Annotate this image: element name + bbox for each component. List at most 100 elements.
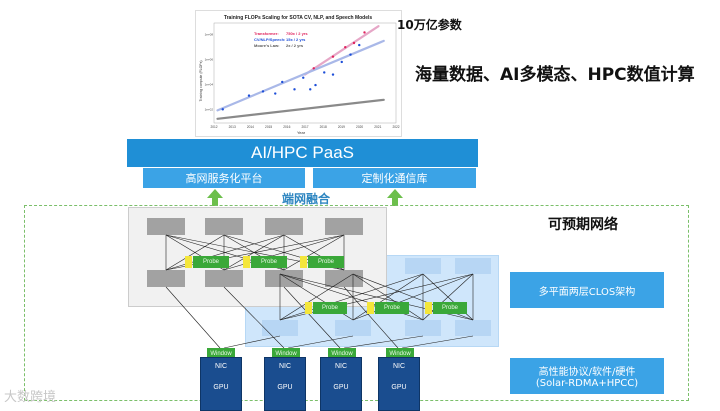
comm-library-box: 定制化通信库 — [313, 168, 476, 188]
x-tick-label: 2020 — [356, 125, 363, 129]
gpu-label: GPU — [277, 384, 293, 391]
data-point — [340, 60, 343, 64]
plane2-leaf-switch — [405, 320, 441, 336]
nic-label: NIC — [278, 363, 292, 370]
legend-moore-value: 2x / 2 yrs — [286, 43, 304, 48]
protocol-stack-box: 高性能协议/软件/硬件 (Solar-RDMA+HPCC) — [510, 358, 664, 394]
predictable-network-label: 可预期网络 — [548, 217, 618, 233]
x-tick-label: 2022 — [392, 125, 399, 129]
plane1-spine-switch — [205, 218, 243, 235]
data-point — [221, 108, 224, 111]
data-point — [247, 94, 251, 97]
chart-xlabel: Year — [297, 130, 306, 135]
x-tick-label: 2021 — [374, 125, 381, 129]
protocol-stack-line-1: 高性能协议/软件/硬件 — [538, 367, 636, 378]
y-tick-label: 1e+06 — [205, 58, 214, 62]
trend-line — [303, 25, 380, 76]
chart-frame — [213, 22, 397, 124]
data-point — [331, 73, 335, 76]
x-tick-label: 2014 — [247, 125, 254, 129]
data-point — [352, 41, 356, 45]
data-point — [312, 67, 315, 70]
data-point — [323, 71, 326, 74]
nic-label: NIC — [392, 363, 406, 370]
y-tick-label: 1e+08 — [205, 33, 214, 37]
probe-marker — [305, 302, 312, 314]
probe-marker — [185, 256, 192, 268]
x-tick-label: 2019 — [338, 125, 345, 129]
legend-transformer-label: Transformer: — [254, 31, 279, 36]
plane2-leaf-switch — [335, 320, 371, 336]
chart-svg: Training FLOPs Scaling for SOTA CV, NLP,… — [199, 15, 400, 135]
chart-plot-area: 2012 2013 2014 2015 2016 2017 2018 2019 2020 2021… — [205, 22, 400, 129]
host-card: NIC GPU — [320, 357, 362, 411]
paas-bar: AI/HPC PaaS — [127, 139, 478, 167]
flops-scaling-chart: Training FLOPs Scaling for SOTA CV, NLP,… — [195, 10, 402, 137]
probe-marker — [300, 256, 307, 268]
service-platform-box: 高网服务化平台 — [143, 168, 305, 188]
legend-cv-value: 15x / 2 yrs — [286, 37, 306, 42]
host-card: NIC GPU — [264, 357, 306, 411]
probe-box: Probe — [193, 256, 229, 268]
x-tick-label: 2015 — [265, 125, 272, 129]
probe-box: Probe — [313, 302, 347, 314]
probe-box: Probe — [308, 256, 344, 268]
protocol-stack-line-2: (Solar-RDMA+HPCC) — [535, 378, 639, 389]
data-point — [293, 88, 296, 91]
plane1-leaf-switch — [147, 270, 185, 287]
gpu-label: GPU — [333, 384, 349, 391]
probe-marker — [425, 302, 432, 314]
y-tick-label: 1e+04 — [205, 83, 214, 87]
probe-marker — [243, 256, 250, 268]
data-point — [349, 53, 352, 56]
probe-marker — [367, 302, 374, 314]
probe-box: Probe — [433, 302, 467, 314]
plane1-spine-switch — [325, 218, 363, 235]
host-card: NIC GPU — [200, 357, 242, 411]
data-point — [261, 90, 265, 93]
data-point — [302, 76, 305, 79]
nic-label: NIC — [334, 363, 348, 370]
x-tick-label: 2013 — [229, 125, 236, 129]
plane1-spine-switch — [147, 218, 185, 235]
chart-title: Training FLOPs Scaling for SOTA CV, NLP,… — [224, 15, 373, 21]
probe-box: Probe — [375, 302, 409, 314]
gpu-label: GPU — [391, 384, 407, 391]
params-label: 10万亿参数 — [397, 18, 462, 32]
fusion-label: 端网融合 — [282, 192, 331, 206]
x-tick-label: 2017 — [301, 125, 308, 129]
probe-box: Probe — [251, 256, 287, 268]
data-point — [344, 46, 347, 49]
data-point — [314, 83, 317, 87]
host-card: NIC GPU — [378, 357, 420, 411]
plane1-spine-switch — [265, 218, 303, 235]
watermark-logo: 大数跨境 — [4, 390, 57, 405]
up-arrow-left-icon — [207, 189, 223, 206]
data-point — [309, 88, 312, 91]
data-point — [281, 80, 284, 84]
legend-transformer-value: 750x / 2 yrs — [286, 31, 308, 36]
data-point — [331, 55, 335, 58]
x-tick-label: 2016 — [283, 125, 290, 129]
chart-ylabel: Training compute (FLOPs) — [199, 60, 203, 101]
trend-line — [216, 98, 385, 120]
trend-line — [216, 39, 385, 112]
plane2-leaf-switch — [455, 320, 491, 336]
legend-cv-label: CV/NLP/Speech: — [254, 37, 285, 42]
data-point — [274, 92, 277, 95]
headline: 海量数据、AI多模态、HPC数值计算 — [415, 65, 695, 85]
plane2-leaf-switch — [262, 320, 298, 336]
chart-legend: Transformer: 750x / 2 yrs CV/NLP/Speech:… — [254, 31, 308, 48]
x-tick-label: 2018 — [320, 125, 327, 129]
up-arrow-right-icon — [387, 189, 403, 206]
legend-moore-label: Moore's Law: — [254, 43, 279, 48]
clos-architecture-box: 多平面两层CLOS架构 — [510, 272, 664, 308]
nic-label: NIC — [214, 363, 228, 370]
plane2-spine-switch — [455, 258, 491, 274]
x-tick-label: 2012 — [210, 125, 217, 129]
plane2-spine-switch — [405, 258, 441, 274]
gpu-label: GPU — [213, 384, 229, 391]
data-point — [363, 31, 366, 34]
data-point — [358, 43, 361, 47]
